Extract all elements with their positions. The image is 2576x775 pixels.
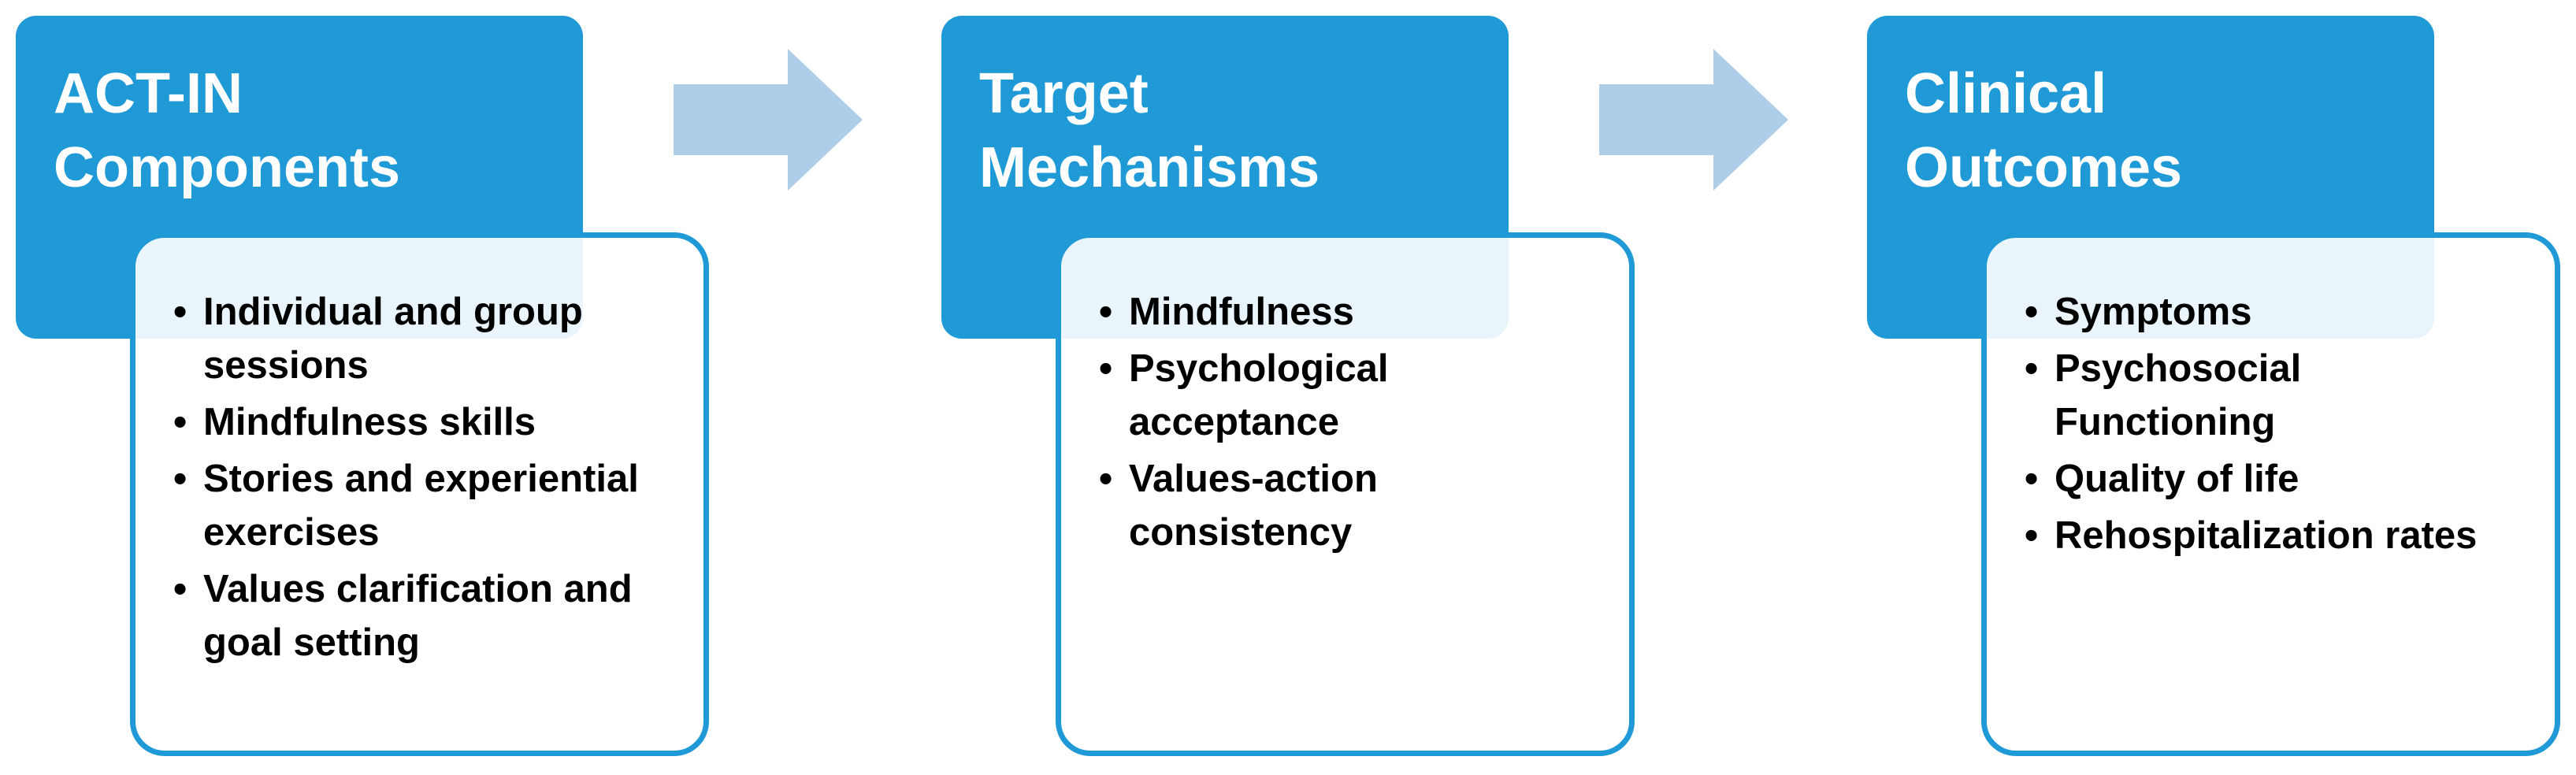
- stage-items-box: • Individual and group sessions • Mindfuln…: [130, 232, 709, 756]
- list-item: • Individual and group sessions: [173, 285, 681, 392]
- list-item: • Values-action consistency: [1099, 452, 1607, 559]
- list-item-text: Mindfulness: [1129, 291, 1354, 333]
- stage-items-list: • Individual and group sessions • Mindfuln…: [173, 285, 681, 669]
- list-item-text: Mindfulness skills: [203, 401, 536, 443]
- list-item: • Symptoms: [2025, 285, 2533, 339]
- stage-items-list: • Mindfulness • Psychological acceptance •…: [1099, 285, 1607, 559]
- list-item-text: Values-action consistency: [1129, 458, 1378, 554]
- list-item: • Values clarification and goal setting: [173, 562, 681, 669]
- stage-items-box: • Symptoms • Psychosocial Functioning • Qua…: [1981, 232, 2560, 756]
- bullet-icon: •: [1099, 347, 1113, 390]
- stage-title-line: Mechanisms: [979, 136, 1320, 199]
- list-item-text: Individual and group sessions: [203, 291, 583, 387]
- stage-items-box: • Mindfulness • Psychological acceptance •…: [1056, 232, 1635, 756]
- list-item-text: Values clarification and goal setting: [203, 568, 633, 664]
- stage-title-line: Components: [54, 136, 400, 199]
- list-item: • Stories and experiential exercises: [173, 452, 681, 559]
- list-item: • Mindfulness: [1099, 285, 1607, 339]
- stage-target-mechanisms: Target Mechanisms • Mindfulness • Psycholo…: [941, 16, 1635, 756]
- bullet-icon: •: [1099, 458, 1113, 500]
- list-item: • Rehospitalization rates: [2025, 509, 2533, 562]
- bullet-icon: •: [2025, 291, 2039, 333]
- list-item-text: Stories and experiential exercises: [203, 458, 639, 554]
- stage-title-line: ACT-IN: [54, 62, 243, 125]
- right-arrow-icon: [1599, 49, 1788, 191]
- right-arrow-shape: [1599, 49, 1788, 191]
- stage-title-line: Outcomes: [1905, 136, 2183, 199]
- right-arrow-icon: [674, 49, 863, 191]
- bullet-icon: •: [173, 291, 187, 333]
- stage-act-in-components: ACT-IN Components • Individual and group …: [16, 16, 709, 756]
- right-arrow-shape: [674, 49, 863, 191]
- stage-items-list: • Symptoms • Psychosocial Functioning • Qua…: [2025, 285, 2533, 562]
- list-item: • Mindfulness skills: [173, 395, 681, 449]
- list-item: • Psychosocial Functioning: [2025, 342, 2533, 449]
- list-item: • Psychological acceptance: [1099, 342, 1607, 449]
- bullet-icon: •: [173, 458, 187, 500]
- bullet-icon: •: [2025, 347, 2039, 390]
- list-item: • Quality of life: [2025, 452, 2533, 506]
- list-item-text: Symptoms: [2054, 291, 2252, 333]
- bullet-icon: •: [1099, 291, 1113, 333]
- bullet-icon: •: [2025, 458, 2039, 500]
- stage-title: Clinical Outcomes: [1905, 57, 2434, 205]
- stage-title: ACT-IN Components: [54, 57, 583, 205]
- stage-clinical-outcomes: Clinical Outcomes • Symptoms • Psychosocia…: [1867, 16, 2560, 756]
- list-item-text: Psychosocial Functioning: [2054, 347, 2302, 443]
- stage-title-line: Target: [979, 62, 1149, 125]
- list-item-text: Rehospitalization rates: [2054, 514, 2478, 557]
- stage-title-line: Clinical: [1905, 62, 2107, 125]
- bullet-icon: •: [173, 401, 187, 443]
- bullet-icon: •: [2025, 514, 2039, 557]
- list-item-text: Psychological acceptance: [1129, 347, 1389, 443]
- bullet-icon: •: [173, 568, 187, 610]
- stage-title: Target Mechanisms: [979, 57, 1509, 205]
- list-item-text: Quality of life: [2054, 458, 2299, 500]
